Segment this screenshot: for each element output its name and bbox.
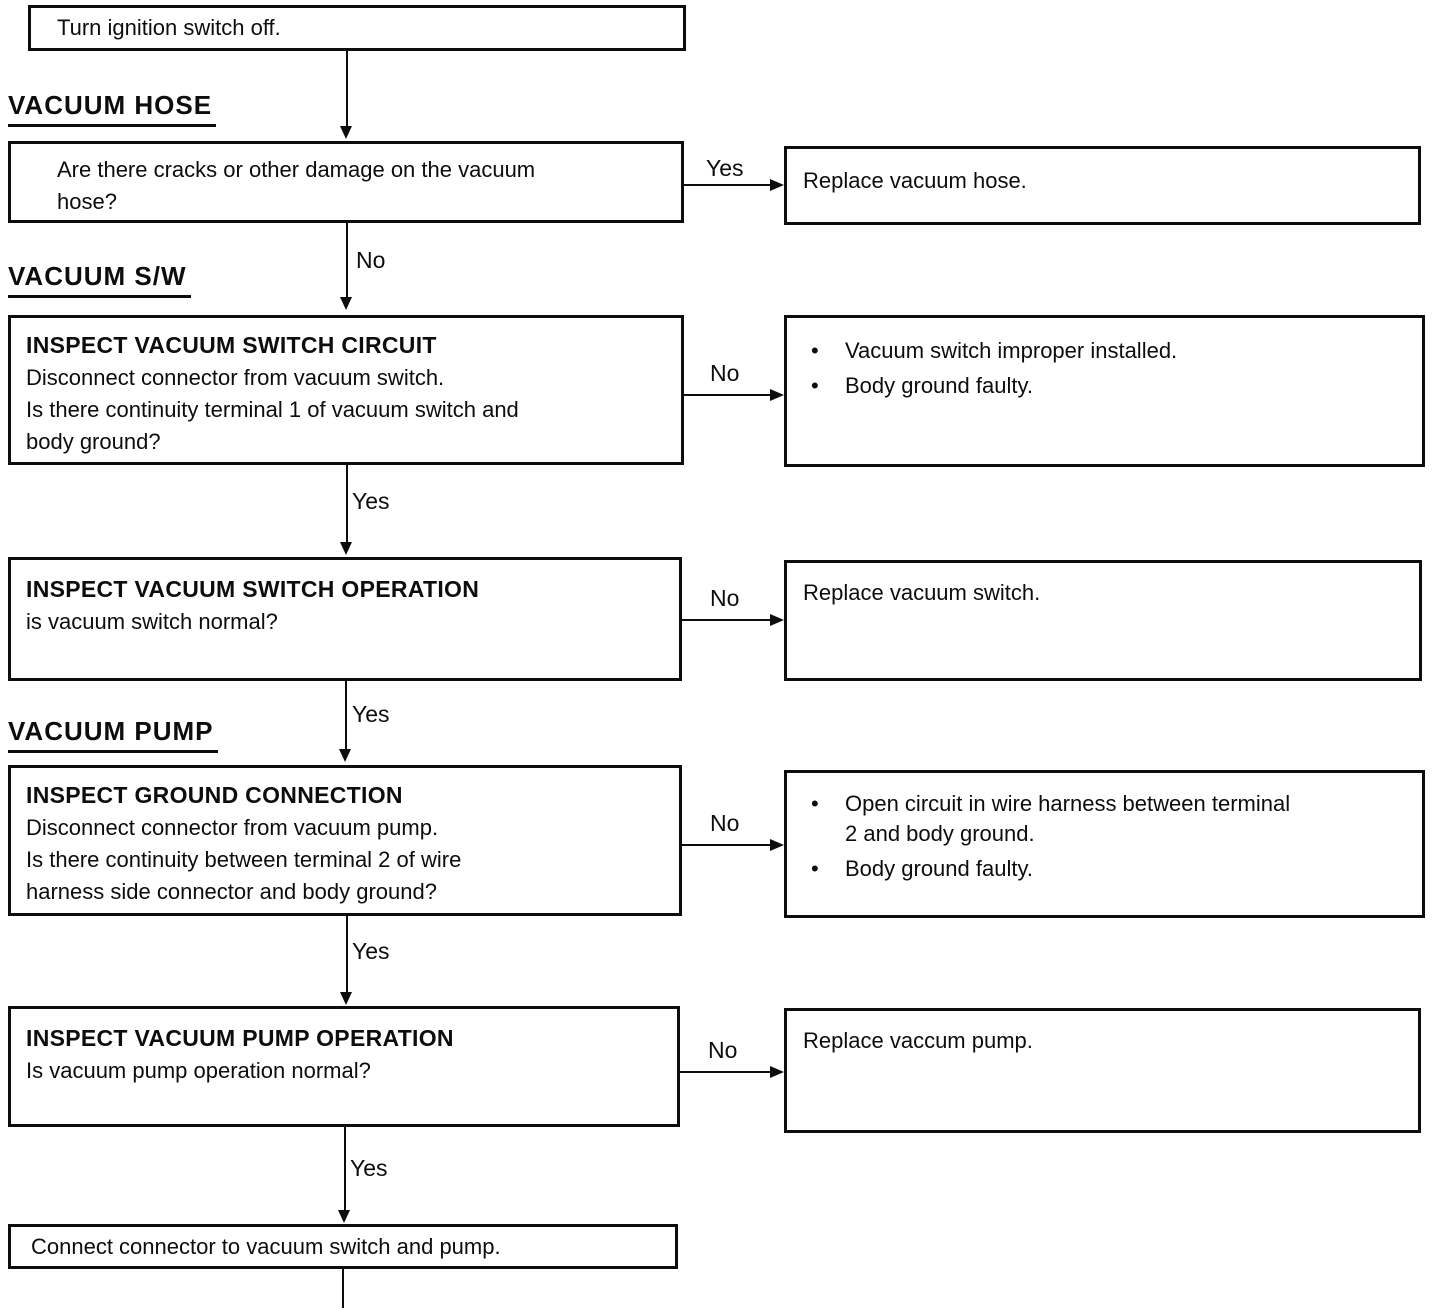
- step-title: INSPECT GROUND CONNECTION: [26, 782, 403, 808]
- arrow-down-icon: [340, 542, 352, 555]
- connector-line: [342, 1269, 344, 1308]
- connector-line: [346, 223, 348, 298]
- connector-line: [346, 916, 348, 993]
- action-box-replace-switch: Replace vacuum switch.: [784, 560, 1422, 681]
- edge-label-yes: Yes: [350, 1155, 388, 1181]
- start-box: Turn ignition switch off.: [28, 5, 686, 51]
- connector-line: [684, 394, 772, 396]
- arrow-right-icon: [770, 839, 784, 851]
- arrow-right-icon: [770, 614, 784, 626]
- connector-line: [345, 681, 347, 750]
- connector-line: [346, 465, 348, 543]
- edge-label-no: No: [710, 360, 740, 386]
- step-line: body ground?: [26, 429, 161, 454]
- section-heading-vacuum-hose: VACUUM HOSE: [8, 90, 217, 127]
- bullet-item: • Body ground faulty.: [807, 854, 1406, 884]
- step-line: Disconnect connector from vacuum switch.: [26, 365, 445, 390]
- action-text: Replace vaccum pump.: [803, 1028, 1033, 1053]
- step-box-inspect-vacuum-switch-operation: INSPECT VACUUM SWITCH OPERATION is vacuu…: [8, 557, 682, 681]
- arrow-down-icon: [340, 297, 352, 310]
- arrow-down-icon: [338, 1210, 350, 1223]
- question-line: Are there cracks or other damage on the …: [57, 157, 536, 182]
- section-heading-vacuum-pump: VACUUM PUMP: [8, 716, 218, 753]
- connector-line: [346, 51, 348, 127]
- connector-line: [682, 619, 772, 621]
- step-box-inspect-vacuum-pump-operation: INSPECT VACUUM PUMP OPERATION Is vacuum …: [8, 1006, 680, 1127]
- step-line: Is there continuity between terminal 2 o…: [26, 847, 462, 872]
- question-line: hose?: [57, 189, 117, 214]
- bullet-item: • Open circuit in wire harness between t…: [807, 789, 1406, 849]
- step-box-inspect-ground-connection: INSPECT GROUND CONNECTION Disconnect con…: [8, 765, 682, 916]
- arrow-right-icon: [770, 389, 784, 401]
- section-heading-vacuum-sw: VACUUM S/W: [8, 261, 191, 298]
- edge-label-yes: Yes: [706, 155, 744, 181]
- connector-line: [680, 1071, 772, 1073]
- arrow-down-icon: [340, 126, 352, 139]
- bullet-icon: •: [811, 856, 819, 881]
- edge-label-no: No: [356, 247, 386, 273]
- edge-label-yes: Yes: [352, 938, 390, 964]
- action-box-replace-hose: Replace vacuum hose.: [784, 146, 1421, 225]
- step-line: Is there continuity terminal 1 of vacuum…: [26, 397, 519, 422]
- connector-line: [684, 184, 772, 186]
- bullet-line: 2 and body ground.: [845, 821, 1035, 846]
- step-title: INSPECT VACUUM SWITCH OPERATION: [26, 576, 480, 602]
- edge-label-no: No: [710, 585, 740, 611]
- edge-label-yes: Yes: [352, 488, 390, 514]
- bullet-item: • Body ground faulty.: [807, 371, 1406, 401]
- step-line: harness side connector and body ground?: [26, 879, 437, 904]
- bullet-icon: •: [811, 373, 819, 398]
- step-title: INSPECT VACUUM SWITCH CIRCUIT: [26, 332, 437, 358]
- bullet-line: Body ground faulty.: [845, 856, 1033, 881]
- bullet-icon: •: [811, 791, 819, 816]
- result-box-switch-circuit-faults: • Vacuum switch improper installed. • Bo…: [784, 315, 1425, 467]
- arrow-down-icon: [339, 749, 351, 762]
- connector-line: [682, 844, 772, 846]
- arrow-right-icon: [770, 179, 784, 191]
- arrow-right-icon: [770, 1066, 784, 1078]
- step-title: INSPECT VACUUM PUMP OPERATION: [26, 1025, 454, 1051]
- bullet-icon: •: [811, 338, 819, 363]
- step-line: is vacuum switch normal?: [26, 609, 278, 634]
- result-box-ground-faults: • Open circuit in wire harness between t…: [784, 770, 1425, 918]
- bullet-item: • Vacuum switch improper installed.: [807, 336, 1406, 366]
- bullet-line: Vacuum switch improper installed.: [845, 338, 1178, 363]
- edge-label-no: No: [710, 810, 740, 836]
- start-box-text: Turn ignition switch off.: [57, 15, 281, 40]
- connector-line: [344, 1127, 346, 1211]
- edge-label-no: No: [708, 1037, 738, 1063]
- step-line: Is vacuum pump operation normal?: [26, 1058, 371, 1083]
- question-box-vacuum-hose: Are there cracks or other damage on the …: [8, 141, 684, 223]
- edge-label-yes: Yes: [352, 701, 390, 727]
- step-line: Disconnect connector from vacuum pump.: [26, 815, 439, 840]
- bullet-line: Open circuit in wire harness between ter…: [845, 791, 1291, 816]
- end-box-connect-connector: Connect connector to vacuum switch and p…: [8, 1224, 678, 1269]
- bullet-line: Body ground faulty.: [845, 373, 1033, 398]
- arrow-down-icon: [340, 992, 352, 1005]
- action-text: Replace vacuum hose.: [803, 168, 1027, 193]
- step-box-inspect-vacuum-switch-circuit: INSPECT VACUUM SWITCH CIRCUIT Disconnect…: [8, 315, 684, 465]
- action-text: Replace vacuum switch.: [803, 580, 1041, 605]
- action-box-replace-pump: Replace vaccum pump.: [784, 1008, 1421, 1133]
- end-box-text: Connect connector to vacuum switch and p…: [31, 1234, 501, 1259]
